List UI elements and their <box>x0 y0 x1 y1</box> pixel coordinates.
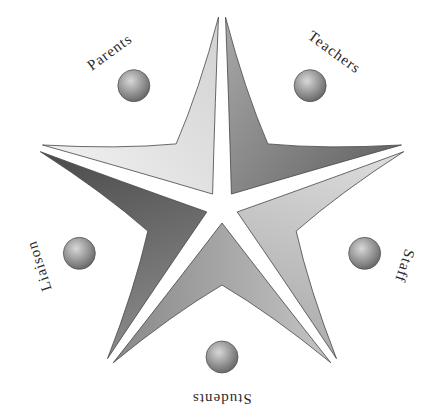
stakeholder-node: Liaison <box>23 239 56 294</box>
stakeholder-node: Parents <box>83 29 135 74</box>
circle-marker <box>349 237 381 269</box>
circle-marker <box>206 341 238 373</box>
star-arm <box>237 152 403 359</box>
star-arm <box>40 152 206 359</box>
stakeholder-label: Staff <box>391 247 418 284</box>
stakeholder-node: Teachers <box>305 26 365 76</box>
stakeholder-node: Staff <box>391 247 419 285</box>
circle-marker <box>63 237 95 269</box>
circle-marker <box>118 70 150 102</box>
stakeholder-node: Students <box>192 390 252 408</box>
stakeholder-label: Teachers <box>305 27 364 77</box>
stakeholder-label: Students <box>192 390 252 407</box>
circle-marker <box>294 70 326 102</box>
stakeholder-label: Liaison <box>24 239 56 294</box>
stakeholder-label: Parents <box>84 30 135 74</box>
